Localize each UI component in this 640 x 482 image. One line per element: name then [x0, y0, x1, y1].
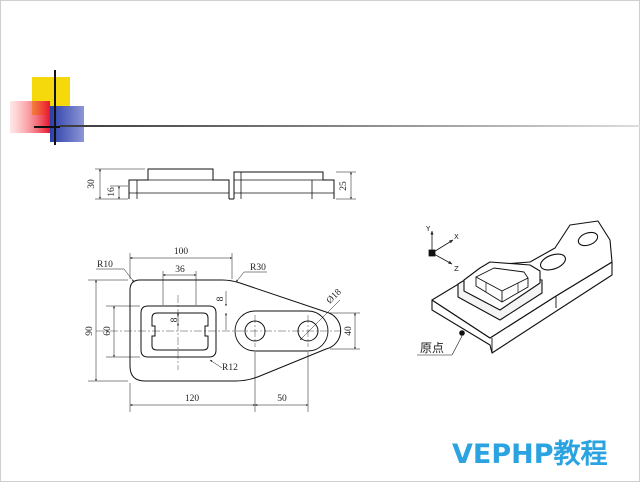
dim-width-50: 50 [277, 394, 287, 404]
top-view [95, 168, 356, 200]
header-rule [60, 125, 640, 127]
origin-label: 原点 [420, 341, 444, 355]
axis-label-x: X [454, 233, 459, 241]
dim-width-36: 36 [175, 265, 185, 275]
brand-watermark: VEPHP教程 [452, 439, 608, 470]
dim-height-25: 25 [339, 181, 349, 191]
front-view [88, 253, 360, 412]
axis-label-z: Z [454, 265, 459, 273]
dim-slot-8: 8 [170, 317, 180, 322]
dim-radius-r30: R30 [250, 263, 266, 273]
dim-radius-r12: R12 [222, 363, 238, 373]
dim-wall-8: 8 [216, 296, 226, 301]
dim-height-30: 30 [87, 179, 97, 189]
axis-label-y: Y [425, 225, 431, 233]
coordinate-axes-icon [428, 230, 454, 265]
dim-width-100: 100 [174, 247, 189, 257]
dim-height-60: 60 [103, 326, 113, 336]
dim-diameter-18: Ø18 [325, 287, 344, 306]
dim-width-120: 120 [185, 394, 200, 404]
origin-leader [417, 330, 465, 356]
decorative-logo-blocks [10, 70, 84, 145]
dim-height-90: 90 [85, 326, 95, 336]
dim-height-16: 16 [107, 187, 117, 197]
dim-height-40: 40 [344, 326, 354, 336]
dim-radius-r10: R10 [97, 260, 113, 270]
isometric-part-view [431, 220, 613, 354]
